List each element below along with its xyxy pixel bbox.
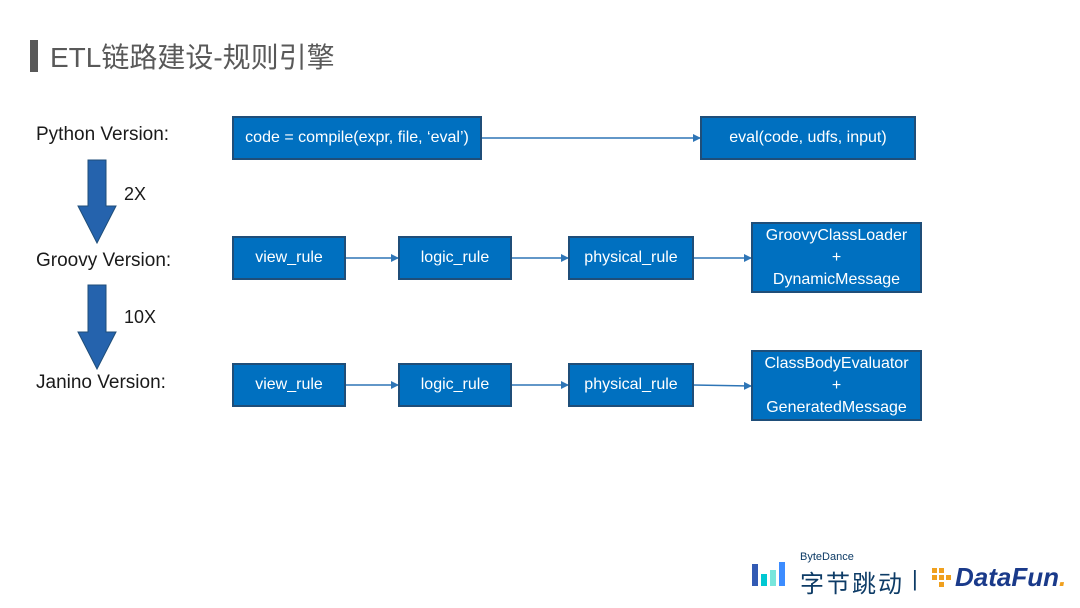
janino-logic-rule-box: logic_rule bbox=[398, 363, 512, 407]
down-arrow-python-to-groovy bbox=[77, 159, 117, 245]
janino-class-body-evaluator-box: ClassBodyEvaluator + GeneratedMessage bbox=[751, 350, 922, 421]
compile-box: code = compile(expr, file, ‘eval’) bbox=[232, 116, 482, 160]
logo-separator: | bbox=[912, 566, 918, 591]
groovy-physical-rule-box: physical_rule bbox=[568, 236, 694, 280]
janino-version-label: Janino Version: bbox=[36, 372, 166, 393]
bytedance-chinese-wordmark: 字节跳动 bbox=[800, 571, 904, 598]
janino-evaluator-line-1: ClassBodyEvaluator bbox=[764, 354, 909, 372]
groovy-version-label: Groovy Version: bbox=[36, 250, 172, 271]
datafun-wordmark: DataFun. bbox=[955, 562, 1066, 593]
janino-evaluator-line-2: + bbox=[831, 376, 842, 394]
speedup-label-2x: 2X bbox=[124, 184, 147, 204]
datafun-logo-icon bbox=[932, 568, 951, 587]
datafun-wordmark-main: DataFun bbox=[955, 562, 1059, 592]
bytedance-english-wordmark: ByteDance bbox=[800, 551, 854, 563]
janino-view-rule-box: view_rule bbox=[232, 363, 346, 407]
groovy-loader-line-2: + bbox=[831, 248, 842, 266]
datafun-wordmark-dot: . bbox=[1059, 562, 1067, 592]
title-accent-bar bbox=[30, 40, 38, 72]
down-arrow-groovy-to-janino bbox=[77, 284, 117, 371]
groovy-loader-line-1: GroovyClassLoader bbox=[765, 226, 908, 244]
eval-box: eval(code, udfs, input) bbox=[700, 116, 916, 160]
janino-evaluator-line-3: GeneratedMessage bbox=[766, 398, 907, 416]
groovy-view-rule-box: view_rule bbox=[232, 236, 346, 280]
speedup-label-10x: 10X bbox=[124, 307, 157, 327]
python-version-label: Python Version: bbox=[36, 124, 170, 145]
janino-physical-rule-box: physical_rule bbox=[568, 363, 694, 407]
bytedance-logo-icon bbox=[752, 562, 785, 586]
page-title: ETL链路建设-规则引擎 bbox=[50, 42, 335, 73]
groovy-class-loader-box: GroovyClassLoader + DynamicMessage bbox=[751, 222, 922, 293]
arrow-janino-physical-to-evaluator bbox=[692, 381, 752, 390]
groovy-logic-rule-box: logic_rule bbox=[398, 236, 512, 280]
groovy-loader-line-3: DynamicMessage bbox=[772, 270, 901, 288]
